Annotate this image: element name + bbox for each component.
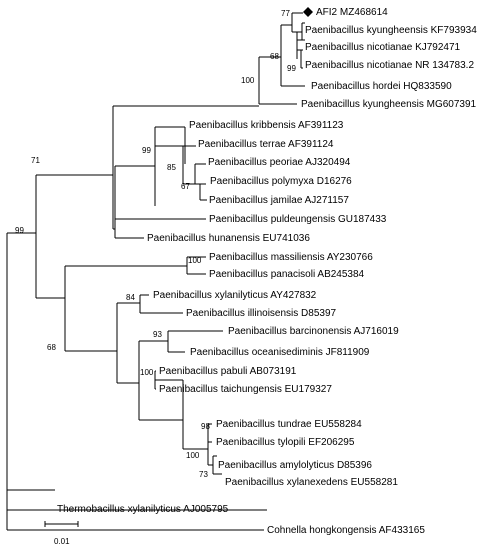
taxon-label: Paenibacillus taichungensis EU179327 bbox=[159, 384, 332, 395]
bootstrap-value: 68 bbox=[270, 52, 279, 61]
bootstrap-value: 93 bbox=[153, 330, 162, 339]
taxon-label: Paenibacillus massiliensis AY230766 bbox=[209, 252, 373, 263]
taxon-label: Paenibacillus panacisoli AB245384 bbox=[209, 269, 365, 280]
taxon-label: Cohnella hongkongensis AF433165 bbox=[267, 525, 425, 536]
taxon-label: Paenibacillus tundrae EU558284 bbox=[216, 419, 362, 430]
bootstrap-value: 100 bbox=[186, 451, 200, 460]
bootstrap-value: 84 bbox=[126, 293, 135, 302]
taxon-label: Paenibacillus nicotianae KJ792471 bbox=[305, 42, 461, 53]
taxon-label: Paenibacillus oceanisediminis JF811909 bbox=[190, 347, 370, 358]
bootstrap-value: 71 bbox=[31, 156, 40, 165]
taxon-label: Paenibacillus puldeungensis GU187433 bbox=[209, 214, 387, 225]
scale-bar bbox=[44, 521, 79, 527]
taxon-label: Paenibacillus polymyxa D16276 bbox=[210, 176, 352, 187]
taxon-label: Paenibacillus kyungheensis KF793934 bbox=[305, 25, 477, 36]
bootstrap-value: 73 bbox=[199, 470, 208, 479]
taxon-label: Paenibacillus hunanensis EU741036 bbox=[147, 233, 310, 244]
taxon-label: Paenibacillus xylanexedens EU558281 bbox=[225, 477, 398, 488]
taxon-label: Paenibacillus illinoisensis D85397 bbox=[186, 308, 337, 319]
taxon-label: Paenibacillus kribbensis AF391123 bbox=[189, 120, 344, 131]
taxon-label: Paenibacillus amylolyticus D85396 bbox=[218, 460, 372, 471]
taxon-label: Paenibacillus xylanilyticus AY427832 bbox=[153, 290, 317, 301]
bootstrap-value: 68 bbox=[47, 343, 56, 352]
tree-branches bbox=[6, 12, 305, 531]
query-sequence-diamond-icon bbox=[303, 7, 313, 17]
bootstrap-value: 100 bbox=[241, 76, 255, 85]
bootstrap-value: 67 bbox=[181, 182, 190, 191]
bootstrap-value: 85 bbox=[167, 163, 176, 172]
taxon-label: Paenibacillus barcinonensis AJ716019 bbox=[228, 326, 399, 337]
bootstrap-values: 77 68 99 100 99 85 67 71 99 100 84 93 68 100 98 100 73 bbox=[15, 9, 296, 479]
taxon-label: AFI2 MZ468614 bbox=[316, 7, 388, 18]
bootstrap-value: 98 bbox=[201, 422, 210, 431]
taxon-label: Paenibacillus terrae AF391124 bbox=[198, 139, 334, 150]
taxon-label: Paenibacillus hordei HQ833590 bbox=[311, 81, 452, 92]
taxon-label: Thermobacillus xylanilyticus AJ005795 bbox=[57, 504, 229, 515]
bootstrap-value: 100 bbox=[140, 368, 154, 377]
taxon-label: Paenibacillus pabuli AB073191 bbox=[159, 366, 297, 377]
taxon-label: Paenibacillus kyungheensis MG607391 bbox=[301, 99, 477, 110]
bootstrap-value: 77 bbox=[281, 9, 290, 18]
bootstrap-value: 99 bbox=[287, 64, 296, 73]
scale-bar-label: 0.01 bbox=[54, 537, 70, 546]
taxon-label: Paenibacillus nicotianae NR 134783.2 bbox=[305, 60, 474, 71]
taxon-label: Paenibacillus tylopili EF206295 bbox=[216, 437, 355, 448]
bootstrap-value: 99 bbox=[15, 226, 24, 235]
taxon-label: Paenibacillus peoriae AJ320494 bbox=[208, 157, 351, 168]
taxon-label: Paenibacillus jamilae AJ271157 bbox=[209, 195, 349, 206]
bootstrap-value: 100 bbox=[188, 256, 202, 265]
bootstrap-value: 99 bbox=[142, 146, 151, 155]
